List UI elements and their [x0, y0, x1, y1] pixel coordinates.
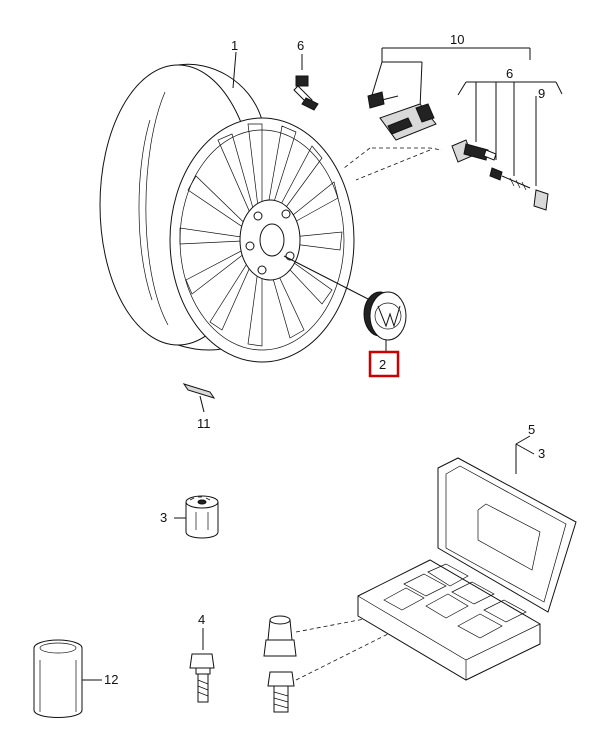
callout-6-left: 6: [297, 38, 304, 53]
callout-2-highlight: [368, 350, 400, 378]
balance-weight-icon: [182, 383, 216, 413]
callout-2: 2: [379, 357, 386, 372]
wheel-bolt-icon: [189, 628, 215, 703]
tpms-sensor-icon: [343, 47, 531, 181]
center-cap-icon: [363, 291, 407, 352]
callout-11: 11: [197, 416, 211, 431]
callout-12: 12: [104, 672, 118, 687]
callout-6-right: 6: [506, 66, 513, 81]
callout-1: 1: [231, 38, 238, 53]
canister-icon: [33, 639, 102, 718]
callout-3: 3: [160, 510, 167, 525]
valve-insert-icon: [451, 81, 563, 211]
valve-stem-icon: [293, 54, 319, 111]
callout-9: 9: [538, 86, 545, 101]
spacer-sleeve-icon: [174, 495, 219, 539]
locking-bolt-icon: [263, 615, 401, 713]
callout-10: 10: [450, 32, 464, 47]
callout-5: 5: [528, 422, 535, 437]
callout-3-case: 3: [538, 446, 545, 461]
bolt-set-case-icon: [357, 435, 577, 681]
wheel-rim: [99, 51, 371, 363]
callout-4: 4: [198, 612, 205, 627]
